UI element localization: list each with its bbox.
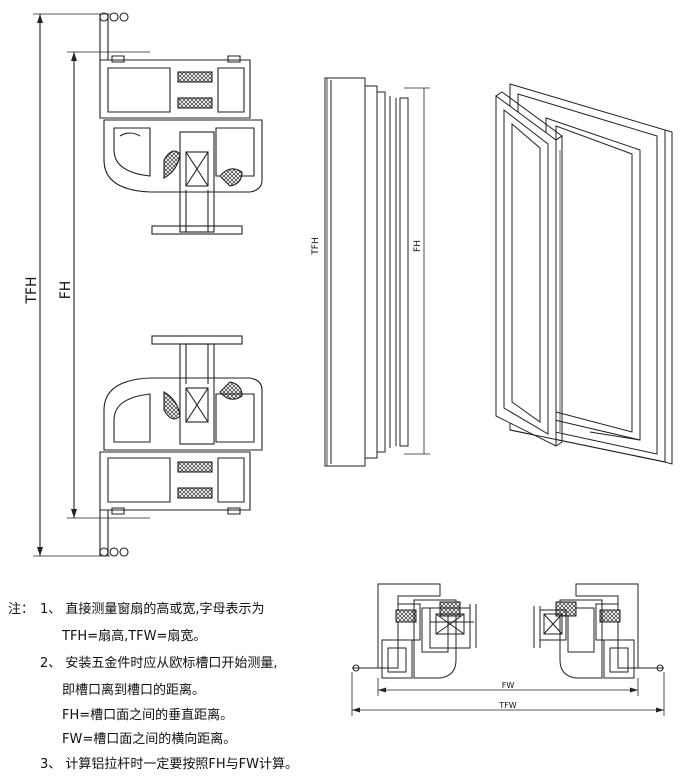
right-horizontal-profile — [533, 583, 664, 679]
window-perspective-view — [495, 83, 673, 465]
top-profile-section — [99, 12, 263, 235]
horizontal-section-drawing — [351, 583, 665, 716]
note-line-6: FW=槽口面之间的横向距离。 — [62, 732, 237, 747]
bottom-profile-section — [99, 335, 263, 557]
tfw-dimension-line — [351, 672, 665, 716]
fh-label: FH — [58, 281, 74, 300]
note-line-5: FH=槽口面之间的垂直距离。 — [62, 708, 234, 723]
note-line-7: 3、 计算铝拉杆时一定要按照FH与FW计算。 — [40, 757, 298, 772]
tfh-dimension-line — [33, 13, 110, 557]
fw-dimension-line — [377, 678, 639, 696]
tfw-label: TFW — [498, 701, 516, 710]
fh-side-dimension-line — [404, 87, 430, 455]
note-line-3: 2、 安装五金件时应从欧标槽口开始测量, — [40, 656, 278, 671]
tfh-label: TFH — [24, 276, 40, 304]
fh-dimension-line — [67, 51, 150, 519]
left-horizontal-profile — [352, 583, 477, 679]
fh-side-label: FH — [413, 240, 423, 252]
tfh-side-label: TFH — [311, 237, 321, 255]
fw-label: FW — [502, 681, 515, 690]
vertical-section-drawing — [33, 12, 263, 557]
note-line-2: TFH=扇高,TFW=扇宽。 — [62, 629, 207, 644]
sash-side-view — [324, 77, 430, 467]
note-line-1: 1、 直接测量窗扇的高或宽,字母表示为 — [40, 602, 265, 617]
notes-prefix: 注： — [8, 602, 35, 617]
note-line-4: 即槽口离到槽口的距离。 — [62, 683, 206, 698]
